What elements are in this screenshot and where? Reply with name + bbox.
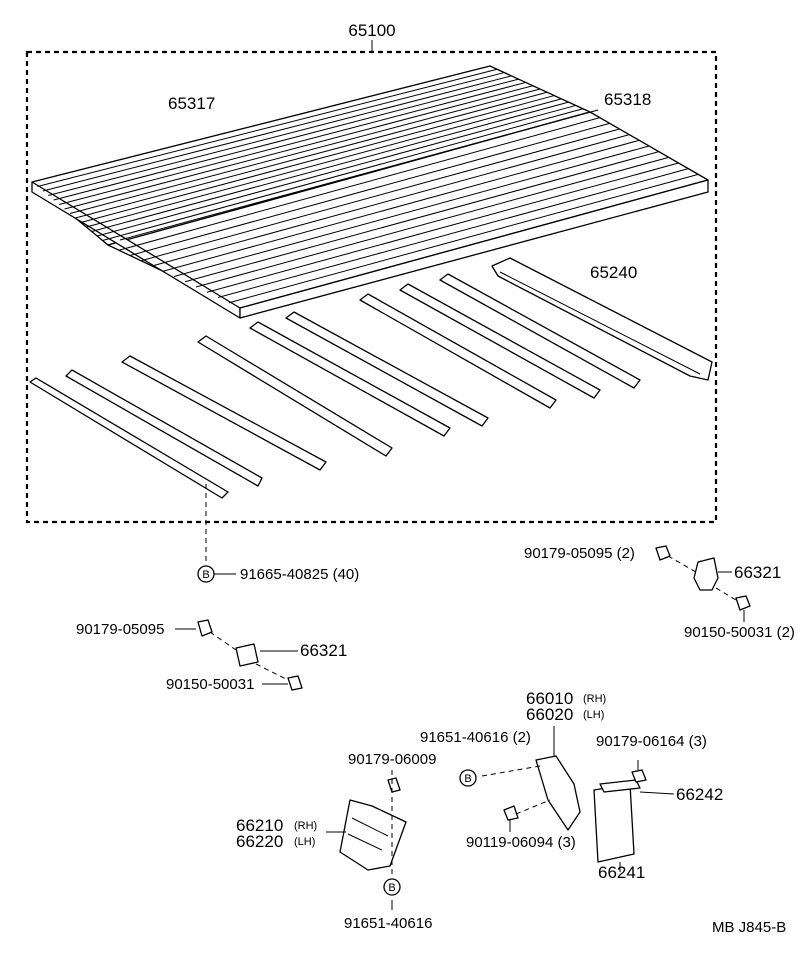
mudguard-stay [481, 726, 581, 831]
floor-rib [217, 168, 689, 298]
floor-rib [206, 162, 679, 293]
floor-rib [151, 134, 630, 267]
floor-rib [53, 78, 519, 201]
label-66321-left: 66321 [300, 641, 347, 660]
bolt-marker-b-40: B [197, 565, 215, 583]
svg-text:B: B [388, 882, 395, 894]
label-90150-50031: 90150-50031 [166, 676, 254, 693]
label-66241: 66241 [598, 863, 645, 882]
floor-rib [91, 101, 569, 232]
label-91651-40616: 91651-40616 [344, 915, 432, 932]
label-66220: 66220 [236, 832, 283, 851]
mudflap [593, 760, 675, 872]
label-66210-side: (RH) [294, 820, 317, 832]
label-65317: 65317 [168, 94, 215, 113]
floor-rib [48, 75, 512, 196]
floor-rib [69, 88, 541, 214]
svg-text:B: B [202, 569, 209, 581]
floor-rib [140, 128, 620, 262]
floor-rib [195, 156, 669, 288]
floor-rib [42, 72, 505, 192]
floor-rib [75, 91, 548, 219]
label-66220-side: (LH) [294, 836, 315, 848]
bracket-group-right [655, 545, 751, 622]
bolt-marker-b-bottom: B [383, 878, 401, 896]
label-65240: 65240 [590, 263, 637, 282]
floor-rib [37, 68, 498, 187]
floor-rib [162, 139, 640, 272]
label-66010: 66010 [526, 689, 573, 708]
bolt-marker-b-2: B [459, 769, 477, 787]
label-66242: 66242 [676, 785, 723, 804]
label-90179-06164: 90179-06164 (3) [596, 733, 707, 750]
assembly-number: 65100 [348, 21, 395, 40]
floor-rib [173, 145, 650, 277]
bracket-group-left [175, 619, 303, 691]
floor-rib [102, 108, 583, 241]
label-65318: 65318 [604, 90, 651, 109]
floor-panel [31, 65, 709, 319]
floor-rib [64, 85, 533, 210]
label-90179-05095: 90179-05095 [76, 621, 164, 638]
label-91665-40825: 91665-40825 (40) [240, 566, 359, 583]
label-66020: 66020 [526, 705, 573, 724]
label-90179-06009: 90179-06009 [348, 751, 436, 768]
label-90150-50031-2: 90150-50031 (2) [684, 624, 795, 641]
floor-rib [118, 117, 600, 251]
floor-rib [59, 81, 526, 205]
floor-rib [86, 98, 562, 228]
label-66321-right: 66321 [734, 563, 781, 582]
label-91651-40616-2: 91651-40616 (2) [420, 729, 531, 746]
label-66020-side: (LH) [583, 709, 604, 721]
assembly-frame [25, 40, 718, 524]
floor-rib [80, 95, 555, 223]
floor-rib [228, 173, 699, 304]
label-66010-side: (RH) [583, 693, 606, 705]
floor-rib [97, 104, 576, 237]
diagram-code: MB J845-B [712, 919, 786, 936]
label-66210: 66210 [236, 816, 283, 835]
svg-text:B: B [464, 773, 471, 785]
mudguard-bracket [326, 770, 407, 910]
cross-members [29, 257, 713, 499]
label-90119-06094: 90119-06094 (3) [466, 834, 576, 851]
floor-rib [184, 151, 659, 283]
floor-rib [129, 122, 610, 256]
label-90179-05095-2: 90179-05095 (2) [524, 545, 635, 562]
